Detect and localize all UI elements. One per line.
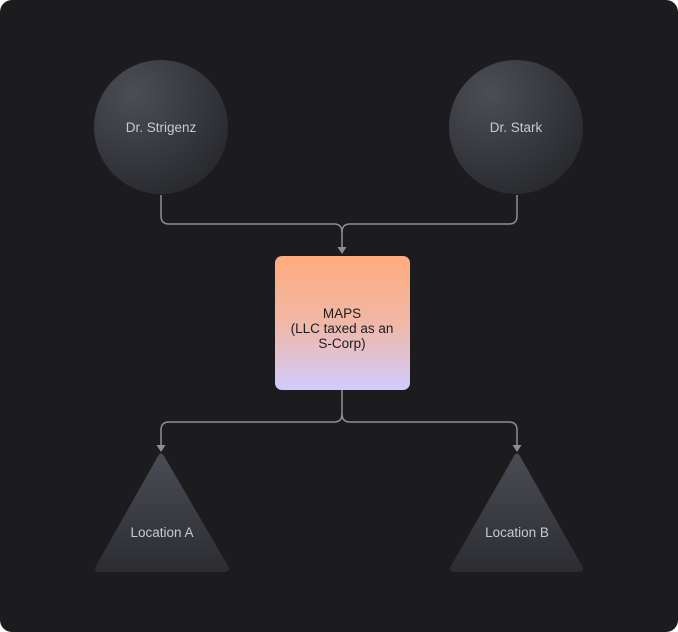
location-label-a: Location A <box>130 525 193 540</box>
owner-node-stark: Dr. Stark <box>449 60 583 194</box>
entity-label-line-3: S-Corp) <box>318 336 365 351</box>
location-triangle-a <box>95 453 229 572</box>
connector-stark-to-maps <box>341 195 518 233</box>
connector-strigenz-to-maps <box>160 195 343 250</box>
connector-maps-to-location-b <box>341 413 518 448</box>
entity-label-line-2: (LLC taxed as an <box>291 321 394 336</box>
entity-box-maps <box>275 256 410 390</box>
arrowhead-into-location-a <box>156 445 166 452</box>
location-triangle-b <box>450 453 583 572</box>
location-node-b: Location B <box>450 453 583 572</box>
owner-label-stark: Dr. Stark <box>490 120 543 135</box>
connector-maps-to-location-a <box>160 390 343 448</box>
owner-circle-strigenz <box>94 60 228 194</box>
location-label-b: Location B <box>485 525 549 540</box>
location-node-a: Location A <box>95 453 229 572</box>
arrowhead-into-maps <box>337 247 347 254</box>
owner-circle-stark <box>449 60 583 194</box>
owner-node-strigenz: Dr. Strigenz <box>94 60 228 194</box>
owner-label-strigenz: Dr. Strigenz <box>126 120 197 135</box>
arrowhead-into-location-b <box>512 445 522 452</box>
entity-label-line-1: MAPS <box>323 306 361 321</box>
entity-node-maps: MAPS (LLC taxed as an S-Corp) <box>275 256 410 390</box>
